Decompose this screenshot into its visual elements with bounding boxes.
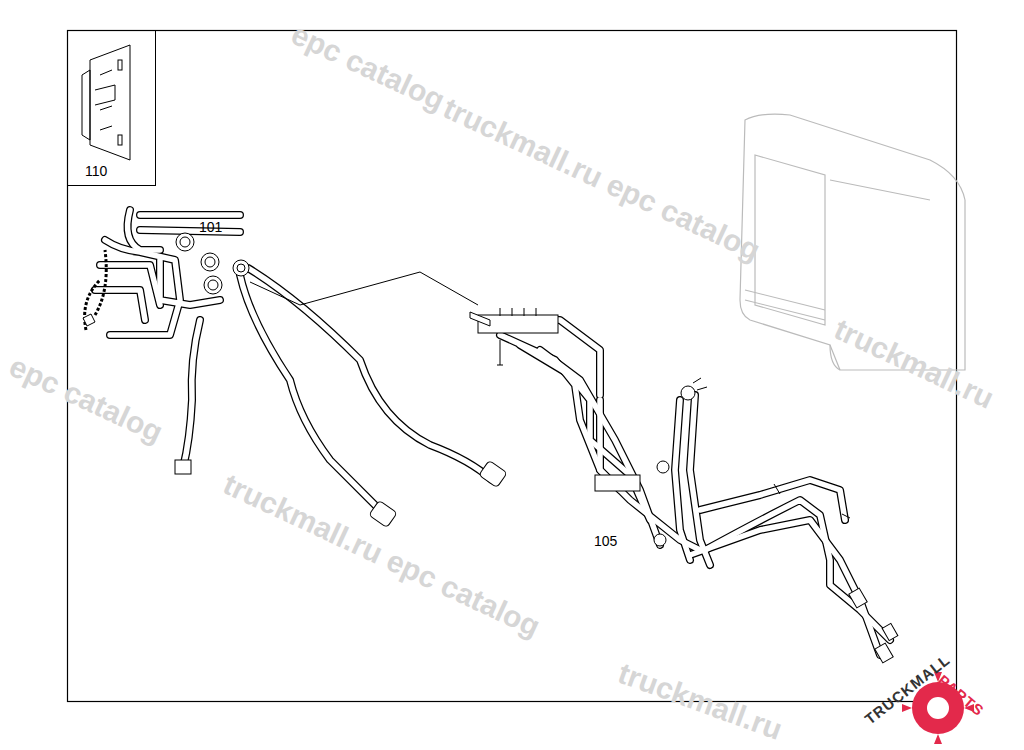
logo-text: TRUCKMALL [862,651,953,727]
callout-number: 101 [199,219,222,235]
logo-text: PARTS [935,672,987,719]
watermark: truckmall.ru epc catalog [438,92,764,267]
watermark: truckmall.ru [829,313,998,415]
watermark: epc catalog [286,18,449,117]
watermark: epc catalog [4,350,167,449]
callout-number: 105 [594,533,617,549]
inset-box: 110 [67,30,156,186]
watermark: truckmall.ru epc catalog [218,468,544,643]
callout-number: 110 [85,163,107,179]
watermark: truckmall.ru [614,657,786,746]
